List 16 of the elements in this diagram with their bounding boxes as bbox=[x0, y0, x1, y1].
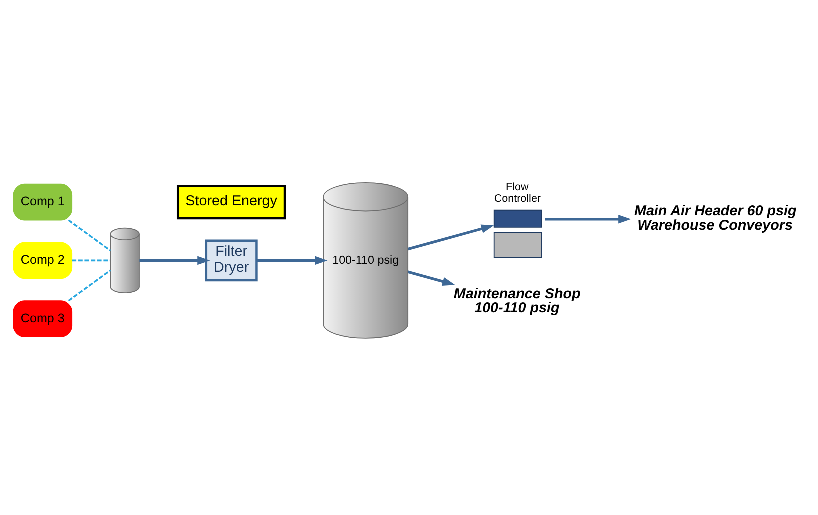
node-text: Main Air Header 60 psig Warehouse Conveyors bbox=[634, 203, 797, 234]
node-box: Stored Energy bbox=[176, 184, 286, 220]
node-box: Comp 3 bbox=[13, 300, 73, 337]
node-text: Maintenance Shop 100-110 psig bbox=[454, 286, 581, 316]
connector bbox=[68, 219, 112, 252]
node-label: Flow Controller bbox=[494, 180, 542, 204]
node-box: Filter Dryer bbox=[205, 239, 258, 282]
connector bbox=[68, 269, 112, 302]
arrow bbox=[408, 270, 456, 286]
arrow bbox=[256, 256, 328, 265]
connector bbox=[72, 259, 110, 262]
arrow bbox=[408, 224, 494, 250]
node-box: Comp 1 bbox=[13, 183, 73, 220]
node-box: Comp 2 bbox=[13, 242, 73, 279]
arrow bbox=[545, 214, 632, 224]
arrow bbox=[140, 256, 210, 265]
